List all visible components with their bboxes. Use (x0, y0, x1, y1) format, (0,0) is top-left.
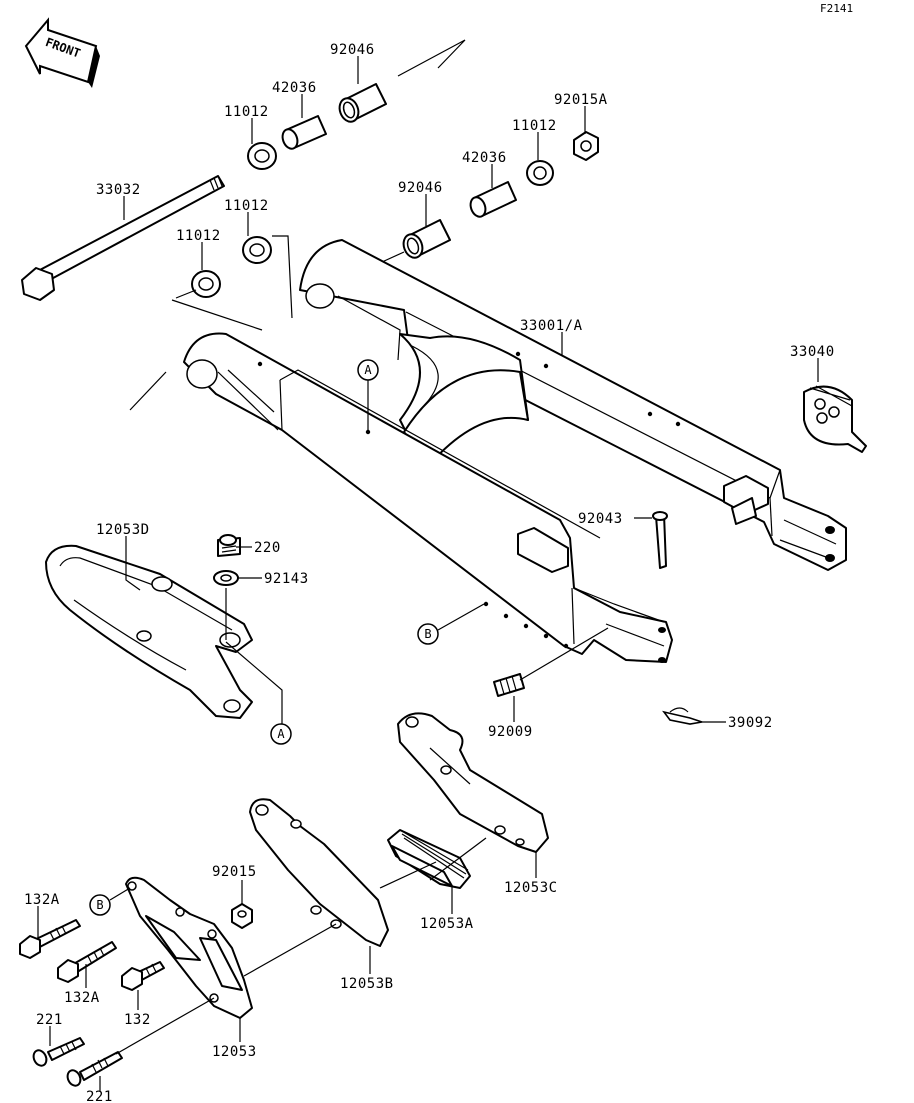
ref-marker-b-lower: B (89, 887, 131, 916)
label-12053C: 12053C (504, 880, 558, 896)
guide-line (272, 235, 293, 319)
washer-92143 (213, 570, 239, 586)
bolt-92043 (652, 511, 668, 569)
label-221-bot: 221 (86, 1089, 113, 1103)
seal-11012-mid (242, 236, 272, 264)
label-33040: 33040 (790, 344, 835, 360)
label-92046-right: 92046 (398, 180, 443, 196)
chain-guide-12053D (45, 544, 253, 719)
guide-line (171, 299, 263, 331)
front-arrow-icon: FRONT (24, 17, 100, 88)
swingarm-33001A (183, 239, 847, 663)
needle-bearing-92046-top (338, 83, 387, 123)
label-11012-mid: 11012 (224, 198, 269, 214)
label-132A-bot: 132A (64, 990, 100, 1006)
label-12053: 12053 (212, 1044, 257, 1060)
label-12053A: 12053A (420, 916, 474, 932)
bolt-132A-top (19, 919, 81, 959)
label-33032: 33032 (96, 182, 141, 198)
clip-39092 (662, 707, 703, 725)
ref-marker-a-lower: A (225, 641, 292, 745)
collar-42036-top (281, 115, 327, 150)
svg-text:B: B (96, 898, 103, 912)
label-12053B: 12053B (340, 976, 394, 992)
collar-42036-right (469, 181, 517, 218)
slider-pad-12053A (387, 829, 471, 889)
label-11012-left: 11012 (176, 228, 221, 244)
leader-lines (37, 56, 819, 1092)
guide-line (115, 997, 215, 1055)
label-11012-right: 11012 (512, 118, 557, 134)
label-220: 220 (254, 540, 281, 556)
label-42036-right: 42036 (462, 150, 507, 166)
pivot-shaft-33032 (21, 175, 225, 301)
guide-line (519, 627, 609, 681)
seal-11012-right (526, 160, 554, 186)
guide-line (175, 289, 197, 299)
label-92015: 92015 (212, 864, 257, 880)
label-92143: 92143 (264, 571, 309, 587)
label-132: 132 (124, 1012, 151, 1028)
bolt-132A-bot (57, 941, 117, 983)
label-42036-top: 42036 (272, 80, 317, 96)
guide-line (429, 837, 487, 881)
guide-line (243, 923, 337, 977)
screw-221-bot (66, 1051, 123, 1087)
chain-adjuster-33040 (803, 385, 867, 453)
needle-bearing-92046-right (402, 219, 451, 259)
chain-guide-12053B (249, 798, 389, 947)
stud-92009 (493, 673, 525, 697)
label-39092: 39092 (728, 715, 773, 731)
guide-line (379, 861, 437, 889)
label-132A-top: 132A (24, 892, 60, 908)
part-labels: 92046 42036 11012 92015A 11012 42036 920… (24, 42, 835, 1103)
svg-text:A: A (277, 727, 285, 741)
bolt-132 (121, 961, 165, 991)
svg-text:B: B (424, 627, 431, 641)
svg-text:A: A (364, 363, 372, 377)
nut-92015 (231, 903, 253, 929)
ref-marker-a-upper: A (357, 359, 379, 432)
seal-11012-top (247, 142, 277, 170)
seal-11012-left (191, 270, 221, 298)
label-12053D: 12053D (96, 522, 150, 538)
label-33001A: 33001/A (520, 318, 583, 334)
bearing-stack-right (381, 131, 599, 263)
label-92009: 92009 (488, 724, 533, 740)
label-92043: 92043 (578, 511, 623, 527)
screw-220 (217, 534, 241, 557)
figure-code: F2141 (820, 2, 853, 15)
ref-marker-b-upper: B (417, 603, 485, 645)
bearing-stack-left (247, 39, 466, 170)
label-11012-top: 11012 (224, 104, 269, 120)
nut-92015A (573, 131, 599, 161)
label-221-top: 221 (36, 1012, 63, 1028)
label-92015A: 92015A (554, 92, 608, 108)
label-92046-top: 92046 (330, 42, 375, 58)
screw-221-top (32, 1037, 85, 1067)
chain-guide-plate-12053 (125, 876, 253, 1019)
guide-line (129, 371, 167, 411)
